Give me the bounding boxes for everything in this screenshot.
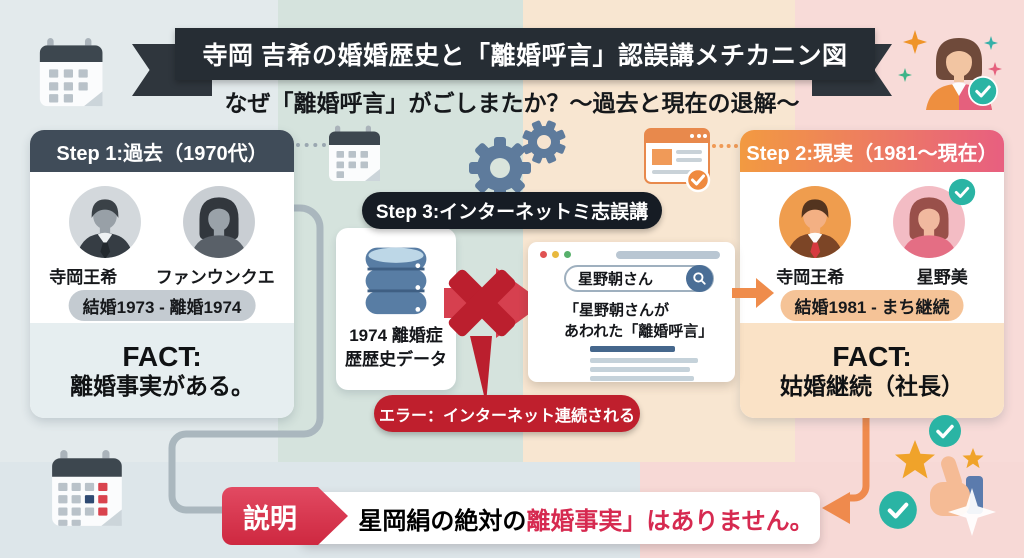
result-line1: 「星野朝さんが bbox=[564, 302, 670, 319]
search-icon bbox=[686, 265, 713, 292]
step1-names: 寺岡王希 ファンウンクエ bbox=[30, 263, 294, 288]
grey-flow-line bbox=[168, 204, 324, 514]
sparkle-icon bbox=[898, 68, 912, 82]
x-cross-icon bbox=[444, 268, 544, 404]
sparkle-icon bbox=[984, 36, 998, 50]
step1-fact: FACT: 離婚事実がある。 bbox=[30, 323, 294, 418]
result-line2: あわれた「離婚呼言」 bbox=[564, 323, 714, 340]
star-icon bbox=[895, 440, 935, 479]
step3-banner: Step 3:インターネットミ志誤講 bbox=[362, 192, 662, 229]
step2-fact: FACT: 姑婚継続（社長） bbox=[740, 323, 1004, 418]
step2-person-left: 寺岡王希 bbox=[776, 268, 845, 287]
step2-person-right: 星野美 bbox=[916, 268, 968, 287]
database-label: 1974 離婚症 歴歴史データ bbox=[336, 324, 456, 372]
search-result-headline: 「星野朝さんが あわれた「離婚呼言」 bbox=[564, 300, 713, 342]
dotted-line-article-step2 bbox=[712, 144, 760, 148]
calendar-icon bbox=[52, 450, 122, 526]
step1-period-pill: 結婚1973 - 離婚1974 bbox=[68, 290, 256, 321]
step1-person-left: 寺岡王希 bbox=[49, 268, 118, 287]
skeleton-line bbox=[590, 358, 698, 363]
check-badge-icon bbox=[968, 76, 998, 106]
search-input: 星野朝さん bbox=[564, 265, 714, 292]
step2-names: 寺岡王希 星野美 bbox=[740, 263, 1004, 288]
step2-fact-text: 姑婚継続（社長） bbox=[780, 372, 964, 399]
step2-card: Step 2:現実（1981～現在） bbox=[740, 130, 1004, 418]
browser-dot-green-icon bbox=[564, 251, 571, 258]
step1-header: Step 1:過去（1970代） bbox=[30, 130, 294, 172]
sparkle-icon bbox=[988, 62, 1002, 76]
browser-address-bar bbox=[616, 251, 720, 259]
browser-window: 星野朝さん 「星野朝さんが あわれた「離婚呼言」 bbox=[528, 242, 735, 382]
step2-header: Step 2:現実（1981～現在） bbox=[740, 130, 1004, 172]
step1-fact-text: 離婚事実がある。 bbox=[70, 372, 254, 399]
step1-card: Step 1:過去（1970代） bbox=[30, 130, 294, 418]
database-card: 1974 離婚症 歴歴史データ bbox=[336, 228, 456, 390]
orange-arrowhead-left-icon bbox=[822, 492, 850, 524]
sparkle-icon bbox=[948, 488, 996, 536]
browser-dot-yellow-icon bbox=[552, 251, 559, 258]
error-pill: エラー：インターネット連続される bbox=[374, 395, 640, 432]
database-label-line1: 1974 離婚症 bbox=[349, 326, 443, 345]
page-title: 寺岡 吉希の婚婚歴史と「離婚呼言」認誤講メチカニン図 bbox=[202, 42, 848, 70]
orange-arrow-right-icon bbox=[732, 278, 774, 308]
check-badge-icon bbox=[929, 415, 961, 447]
step1-fact-label: FACT: bbox=[122, 340, 202, 372]
check-badge-icon bbox=[879, 491, 917, 529]
skeleton-line bbox=[590, 367, 690, 372]
title-ribbon: 寺岡 吉希の婚婚歴史と「離婚呼言」認誤講メチカニン図 bbox=[175, 28, 875, 80]
database-icon bbox=[365, 247, 427, 315]
skeleton-line bbox=[590, 376, 694, 381]
conclusion-text-highlight: 離婚事実」はありません。 bbox=[526, 507, 814, 535]
database-label-line2: 歴歴史データ bbox=[345, 350, 447, 369]
conclusion-text-prefix: 星岡絹の絶対の bbox=[358, 507, 527, 535]
sparkle-icon bbox=[903, 30, 927, 54]
dotted-line-step1-calendar bbox=[296, 143, 326, 147]
conclusion-bar: 星岡絹の絶対の離婚事実」はありません。 bbox=[300, 492, 820, 544]
conclusion-tab: 説明 bbox=[222, 487, 318, 545]
man-avatar-grey bbox=[69, 186, 141, 258]
calendar-icon bbox=[39, 38, 103, 107]
skeleton-line bbox=[590, 346, 675, 352]
man-avatar-color bbox=[779, 186, 851, 258]
orange-flow-line bbox=[844, 414, 870, 502]
step2-period-pill: 結婚1981 - まち継続 bbox=[780, 290, 964, 321]
thumbs-up-icon bbox=[930, 456, 983, 516]
article-check-icon bbox=[644, 128, 711, 193]
gears-icon bbox=[469, 120, 566, 199]
woman-avatar-color bbox=[893, 186, 965, 258]
step1-person-right: ファンウンクエ bbox=[155, 268, 275, 287]
woman-avatar-grey bbox=[183, 186, 255, 258]
star-icon bbox=[962, 448, 984, 469]
check-badge-icon bbox=[948, 178, 976, 206]
search-query-text: 星野朝さん bbox=[578, 271, 654, 288]
browser-dot-red-icon bbox=[540, 251, 547, 258]
step2-fact-label: FACT: bbox=[832, 340, 912, 372]
page-subtitle: なぜ「離婚呼言」がごしまたか？～過去と現在の退解～ bbox=[224, 90, 800, 116]
calendar-icon bbox=[329, 125, 380, 181]
woman-avatar bbox=[926, 38, 992, 110]
